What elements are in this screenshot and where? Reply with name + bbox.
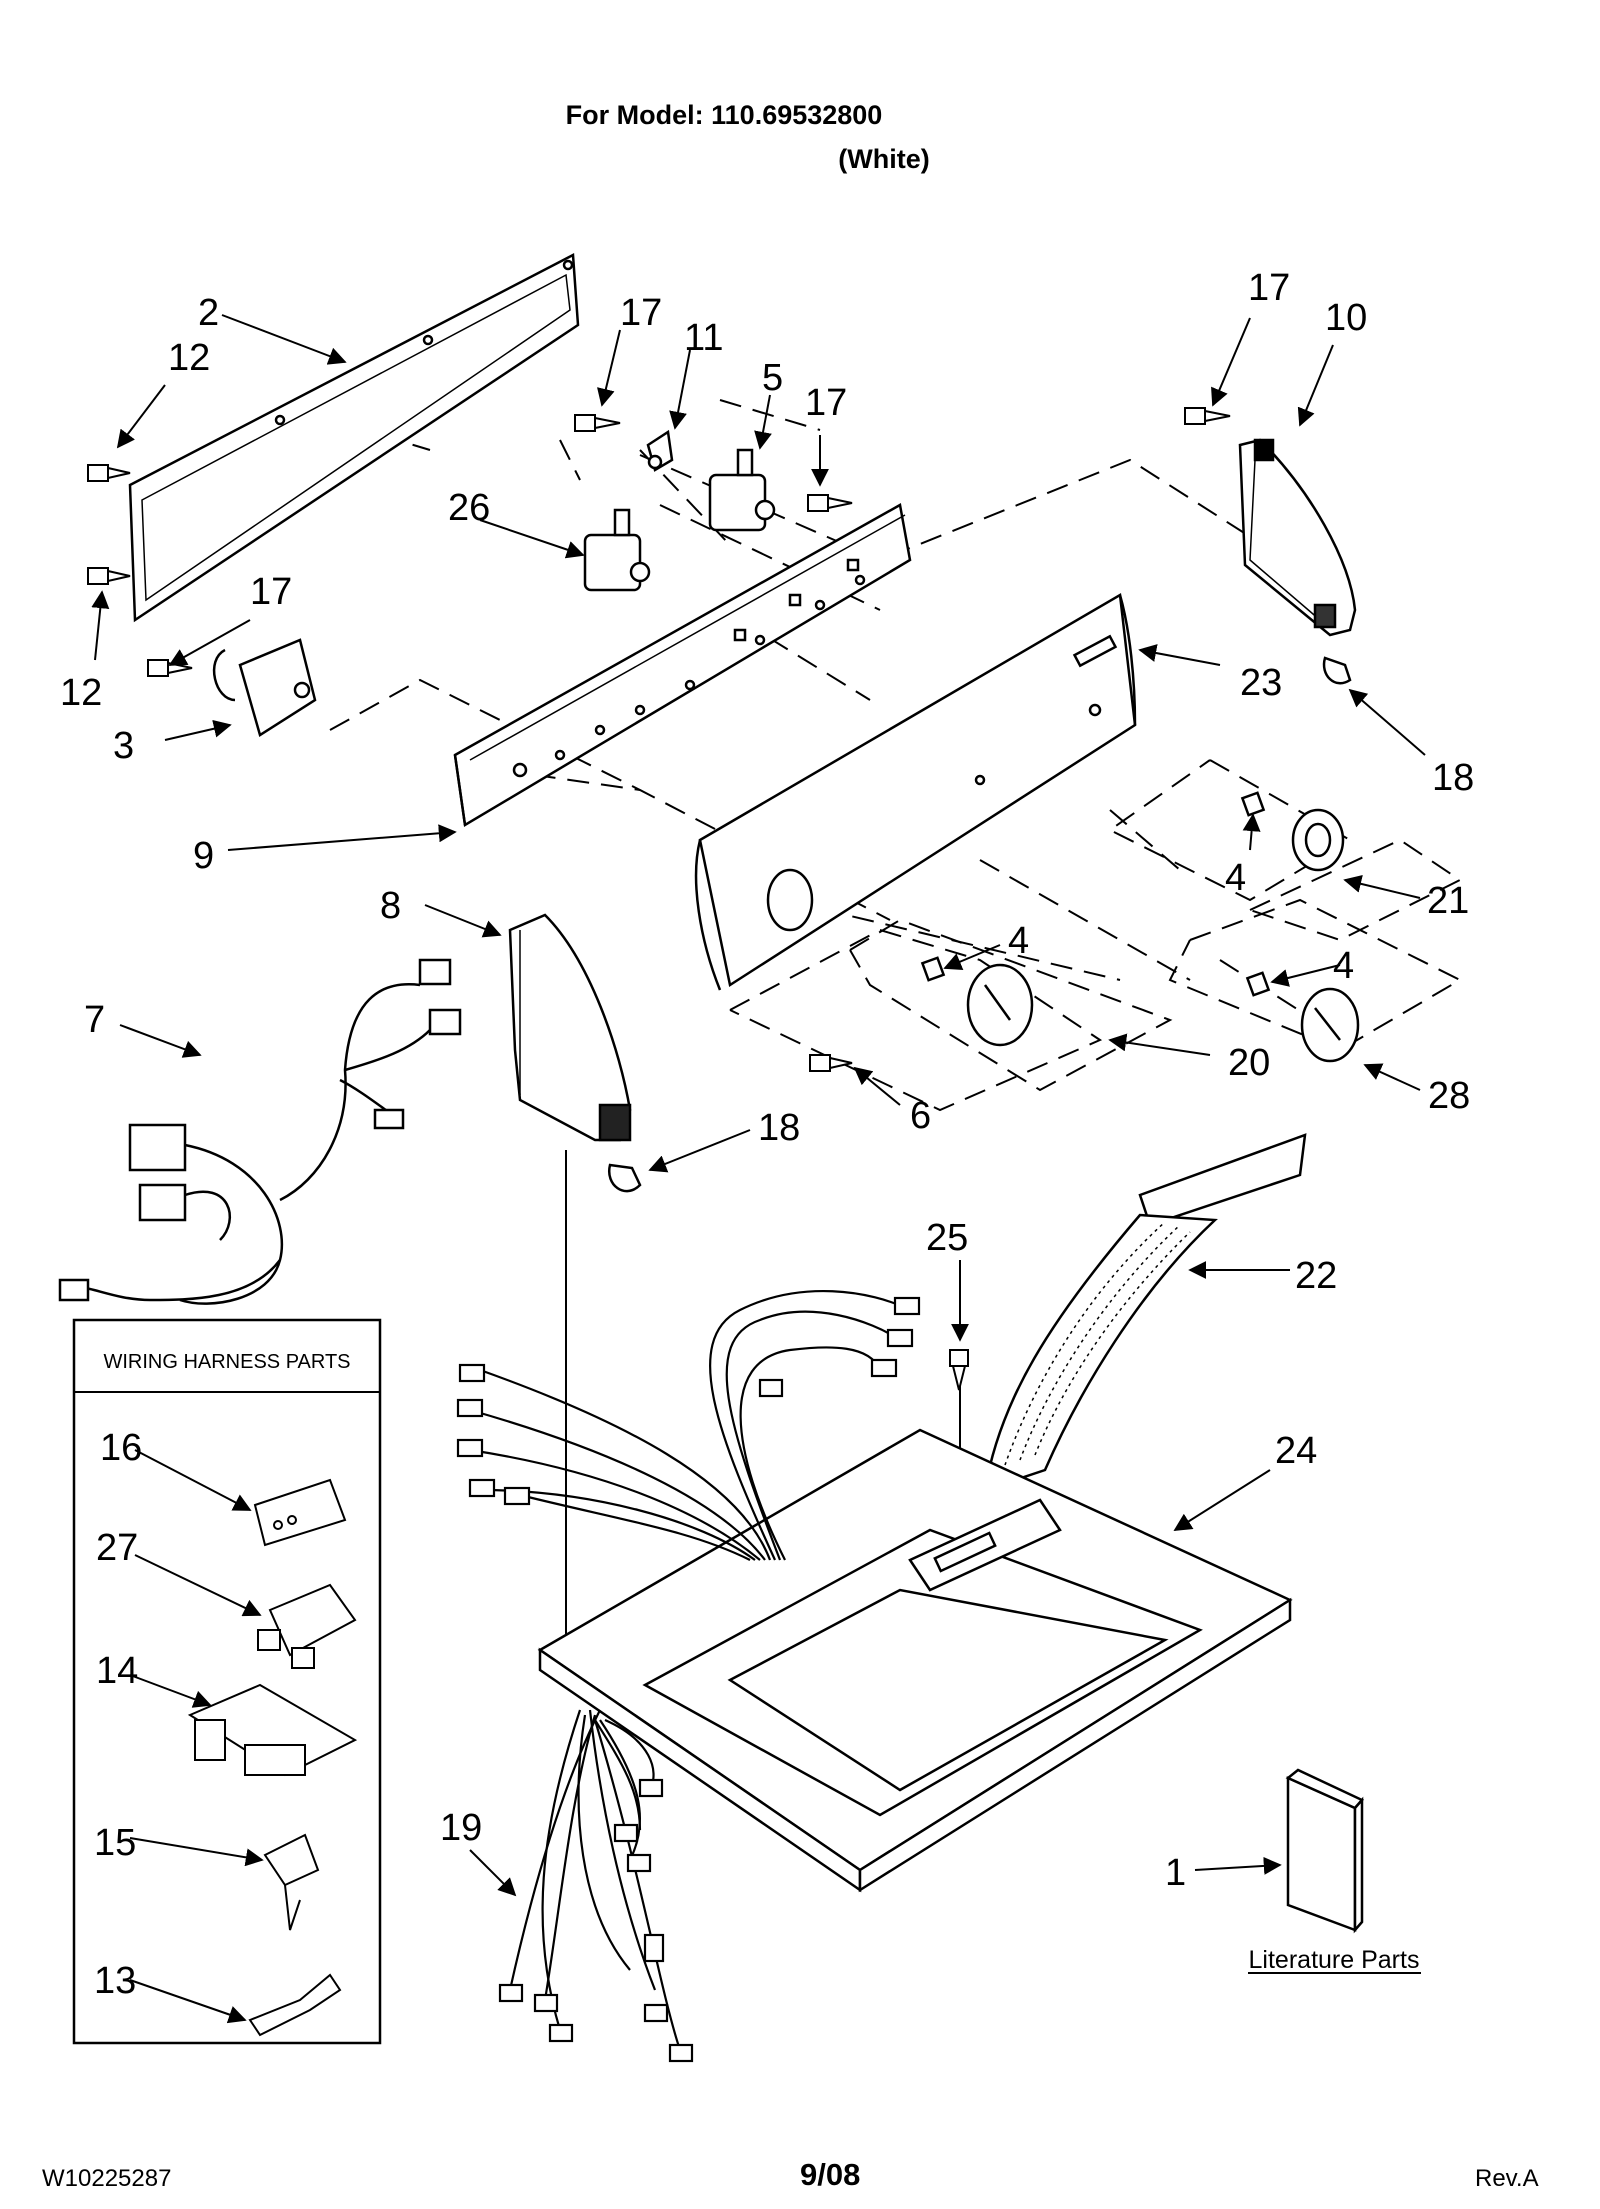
callout-22: 22 [1295, 1255, 1337, 1297]
literature-label: Literature Parts [1249, 1946, 1420, 1974]
screw-12b [87, 567, 131, 585]
callout-15: 15 [94, 1822, 136, 1864]
callout-17-top: 17 [620, 292, 662, 334]
screw-17d [1184, 407, 1231, 425]
screw-17c [147, 659, 193, 677]
terminal-13 [248, 1973, 342, 2037]
clip-15 [263, 1833, 320, 1931]
control-bracket-part [453, 503, 912, 828]
callout-18-left: 18 [758, 1107, 800, 1149]
clip-4a [1240, 791, 1266, 817]
callout-4-mid: 4 [1008, 920, 1029, 962]
callout-13: 13 [94, 1960, 136, 2002]
leader-arrows [91, 314, 1426, 2024]
wire-harness-7-part [58, 958, 462, 1305]
wiring-parts-icons [187, 1478, 358, 2037]
callout-25: 25 [926, 1217, 968, 1259]
knob-28 [1300, 987, 1360, 1063]
switch-5-part [708, 448, 776, 532]
callout-11: 11 [684, 317, 723, 359]
back-panel-part [128, 253, 580, 623]
callout-16: 16 [100, 1427, 142, 1469]
screw-17a [574, 414, 621, 432]
screw-6 [809, 1054, 853, 1072]
screws [87, 407, 1231, 1391]
revision: Rev.A [1475, 2165, 1539, 2192]
clip-4b [920, 956, 946, 982]
knobs [920, 791, 1360, 1063]
callout-3: 3 [113, 725, 134, 767]
wiring-harness-title: WIRING HARNESS PARTS [103, 1351, 350, 1373]
callout-4-right: 4 [1333, 945, 1354, 987]
callout-27: 27 [96, 1527, 138, 1569]
callout-7: 7 [84, 999, 105, 1041]
wire-harness-top-part [456, 1290, 921, 1561]
callout-17-right: 17 [1248, 267, 1290, 309]
knob-21 [1291, 808, 1345, 872]
callout-23: 23 [1240, 662, 1282, 704]
lint-screen-22-part [983, 1133, 1307, 1492]
end-cap-left-part [508, 913, 632, 1142]
clip-11-part [646, 429, 674, 472]
connector-27 [257, 1583, 357, 1669]
callout-24: 24 [1275, 1430, 1317, 1472]
screw-25 [949, 1349, 969, 1391]
callout-10: 10 [1325, 297, 1367, 339]
model-title: For Model: 110.69532800 [565, 100, 883, 130]
callout-26: 26 [448, 487, 490, 529]
callout-20: 20 [1228, 1042, 1270, 1084]
callout-12-bottom: 12 [60, 672, 102, 714]
literature-book-part [1285, 1768, 1365, 1934]
callout-9: 9 [193, 835, 214, 877]
callout-19: 19 [440, 1807, 482, 1849]
screw-17b [807, 494, 853, 512]
color-subtitle: (White) [838, 144, 930, 174]
callout-5: 5 [762, 357, 783, 399]
callout-4-top: 4 [1225, 857, 1246, 899]
knob-20 [966, 963, 1034, 1047]
screw-12a [87, 464, 131, 482]
wire-harness-19-part [498, 1709, 694, 2063]
clips-18 [607, 656, 1352, 1193]
clip-4c [1245, 971, 1271, 997]
end-cap-right-part [1238, 438, 1357, 637]
connector-14 [187, 1683, 358, 1777]
switch-26-part [583, 508, 651, 592]
callout-17-left: 17 [250, 571, 292, 613]
callout-17-mid: 17 [805, 382, 847, 424]
top-panel-24-part [537, 1428, 1293, 1893]
callout-8: 8 [380, 885, 401, 927]
callout-numbers: 2 12 12 3 9 17 17 11 5 17 26 17 10 23 18… [60, 267, 1474, 2002]
callout-28: 28 [1428, 1075, 1470, 1117]
switch-3-part [212, 638, 317, 737]
callout-21: 21 [1427, 880, 1469, 922]
console-part [694, 592, 1137, 991]
callout-2: 2 [198, 292, 219, 334]
callout-18-right: 18 [1432, 757, 1474, 799]
wiring-harness-box [72, 1318, 382, 2045]
doc-number: W10225287 [42, 2165, 172, 2192]
callout-1: 1 [1165, 1852, 1186, 1894]
page-date: 9/08 [800, 2157, 861, 2192]
callout-14: 14 [96, 1650, 138, 1692]
connector-16 [253, 1478, 347, 1547]
callout-12-top: 12 [168, 337, 210, 379]
callout-6: 6 [910, 1095, 931, 1137]
